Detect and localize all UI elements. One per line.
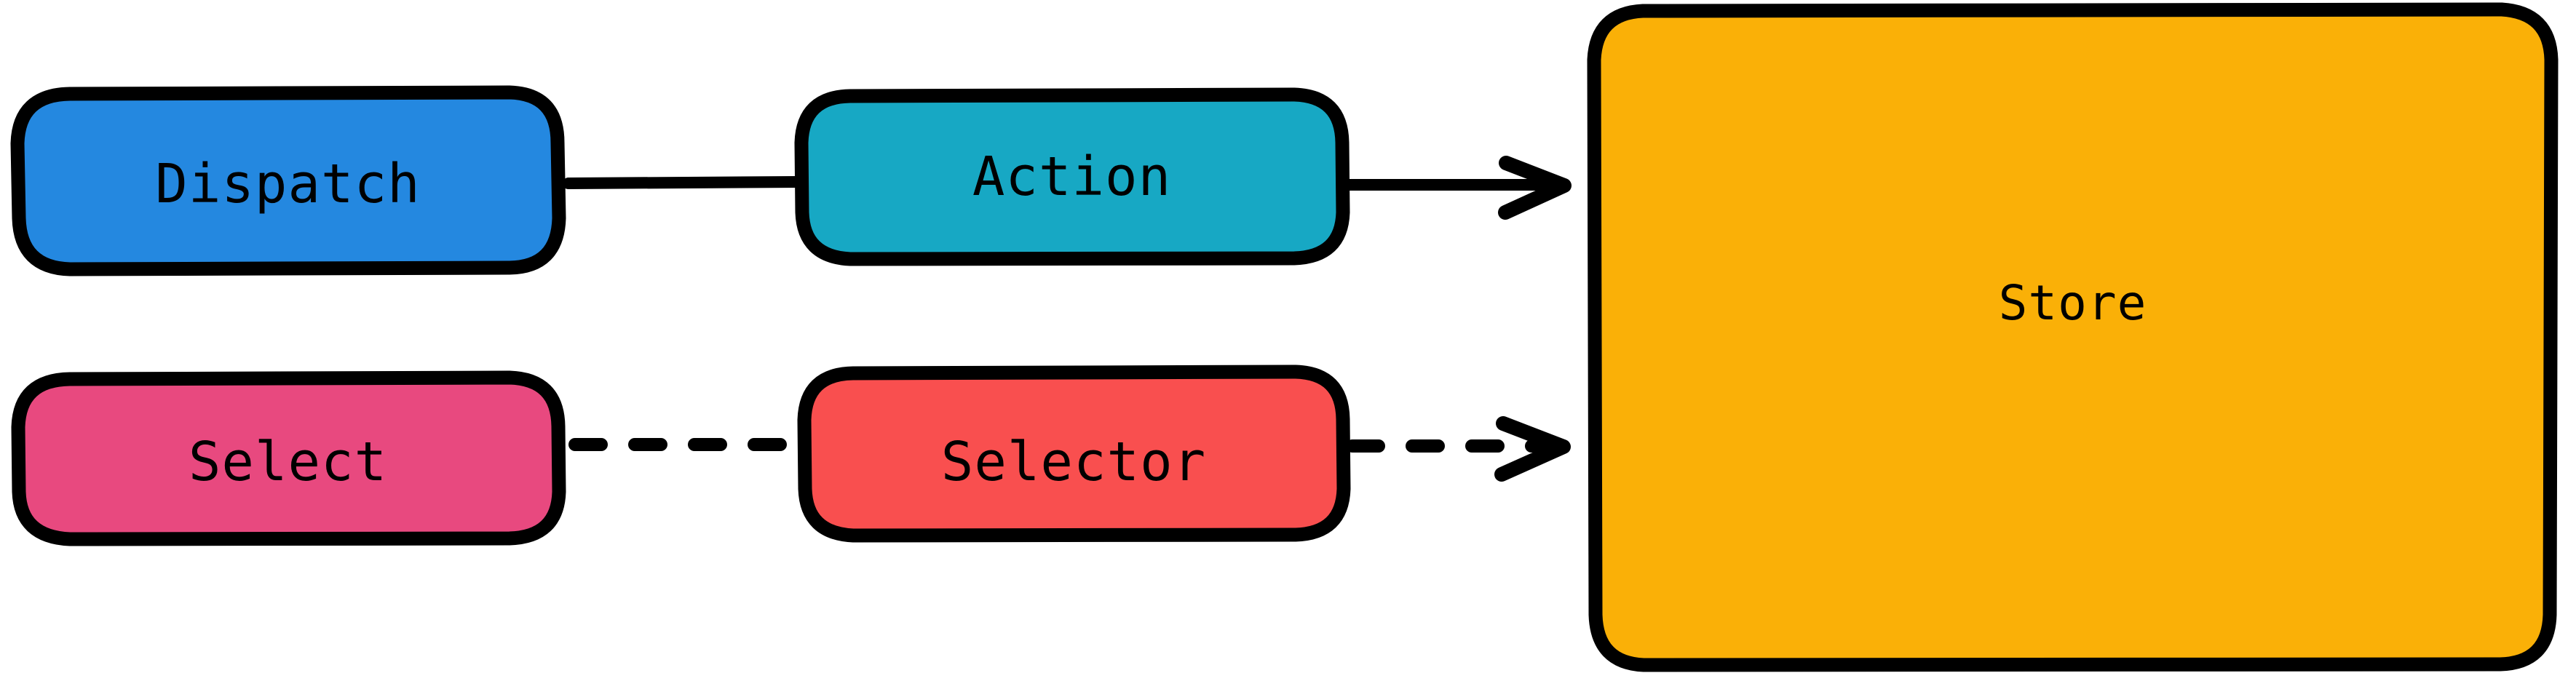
select-box-shape — [11, 370, 566, 546]
node-dispatch[interactable] — [10, 85, 566, 276]
edge-dispatch-to-action — [563, 176, 805, 189]
node-select[interactable] — [11, 370, 566, 546]
selector-box-shape — [797, 365, 1351, 543]
node-selector[interactable] — [797, 365, 1351, 543]
arrowhead-icon-action-store — [1498, 156, 1572, 220]
edge-line-dispatch-action — [563, 176, 805, 189]
arrowhead-icon-selector-store — [1494, 416, 1571, 482]
store-box-shape — [1587, 2, 2559, 672]
edge-selector-to-store — [1346, 416, 1571, 482]
edge-action-to-store — [1341, 156, 1572, 220]
node-action[interactable] — [794, 87, 1350, 266]
node-store[interactable] — [1587, 2, 2559, 672]
dispatch-box-shape — [10, 85, 566, 276]
action-box-shape — [794, 87, 1350, 266]
